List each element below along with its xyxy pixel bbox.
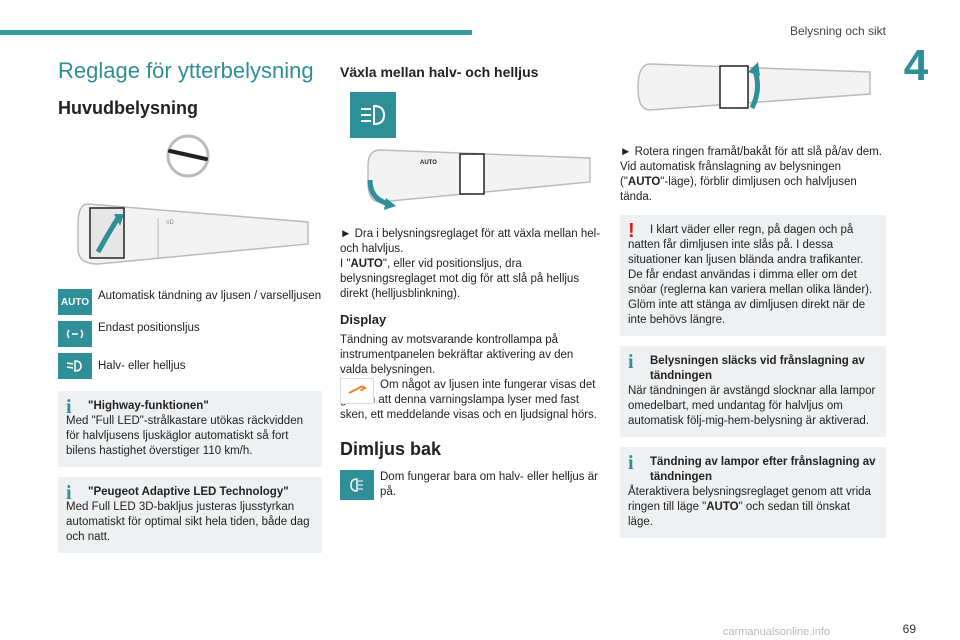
fog-text: Dom fungerar bara om halv- eller helljus… bbox=[380, 471, 598, 498]
header-bar bbox=[0, 30, 472, 35]
exclamation-icon: ! bbox=[628, 220, 635, 242]
text-part: I " bbox=[340, 258, 351, 270]
chapter-header-title: Belysning och sikt bbox=[789, 24, 886, 38]
steering-wheel-icon bbox=[166, 134, 210, 178]
rear-fog-icon bbox=[340, 470, 374, 500]
watermark: carmanualsonline.info bbox=[722, 626, 830, 638]
column-right: ► Rotera ringen framåt/bakåt för att slå… bbox=[620, 58, 886, 548]
section-title: Reglage för ytterbelysning bbox=[58, 58, 314, 83]
text-part: ", eller vid positionsljus, dra belysnin… bbox=[340, 258, 580, 300]
legend-row-position: Endast positionsljus bbox=[58, 299, 322, 347]
paragraph-auto: I "AUTO", eller vid positionsljus, dra b… bbox=[340, 257, 602, 302]
display-title: Display bbox=[340, 312, 387, 327]
info-icon: i bbox=[628, 452, 634, 474]
info-title: Tändning av lampor efter frånslagning av… bbox=[650, 456, 876, 483]
legend-text: Halv- eller helljus bbox=[98, 360, 186, 372]
legend-row-auto: AUTO Automatisk tändning av ljusen / var… bbox=[58, 289, 322, 315]
info-title: "Highway-funktionen" bbox=[88, 400, 209, 412]
sub-title: Huvudbelysning bbox=[58, 98, 199, 118]
position-lights-icon bbox=[58, 321, 92, 347]
stalk-illustration-pull: AUTO bbox=[367, 149, 591, 210]
info-title: "Peugeot Adaptive LED Technology" bbox=[88, 486, 289, 498]
display-text: Tändning av motsvarande kontrollampa på … bbox=[340, 334, 574, 376]
wrench-icon bbox=[340, 378, 374, 404]
text-bold: AUTO bbox=[706, 501, 739, 513]
fog-title: Dimljus bak bbox=[340, 439, 442, 459]
paragraph-pull: ► Dra i belysningsreglaget för att växla… bbox=[340, 228, 601, 255]
info-icon: i bbox=[66, 396, 72, 418]
section-title-high-low: Växla mellan halv- och helljus bbox=[340, 64, 539, 80]
warning-text: Om något av ljusen inte fungerar visas d… bbox=[340, 379, 597, 421]
page-number: 69 bbox=[902, 622, 916, 636]
info-box-relight: i Tändning av lampor efter frånslagning … bbox=[620, 447, 886, 538]
chapter-number: 4 bbox=[903, 41, 929, 90]
svg-text:≡D: ≡D bbox=[166, 220, 175, 226]
svg-text:AUTO: AUTO bbox=[420, 160, 437, 166]
high-beam-icon bbox=[350, 92, 396, 138]
column-middle: Växla mellan halv- och helljus AUTO ► Dr… bbox=[340, 58, 602, 506]
column-left: Reglage för ytterbelysning Huvudbelysnin… bbox=[58, 58, 322, 563]
warning-box-text: I klart väder eller regn, på dagen och p… bbox=[628, 224, 873, 326]
warning-box-fog: ! I klart väder eller regn, på dagen och… bbox=[620, 215, 886, 336]
info-icon: i bbox=[628, 351, 634, 373]
info-text: Med Full LED 3D-bakljus justeras ljussty… bbox=[66, 501, 310, 543]
info-box-adaptive-led: i "Peugeot Adaptive LED Technology" Med … bbox=[58, 477, 322, 553]
text-part: Vid automatisk frånslagning av belysning… bbox=[620, 161, 841, 188]
info-text: Med "Full LED"-strålkastare utökas räckv… bbox=[66, 415, 303, 457]
auto-icon: AUTO bbox=[58, 289, 92, 315]
info-text: När tändningen är avstängd slocknar alla… bbox=[628, 385, 876, 427]
stalk-illustration-ring bbox=[637, 62, 871, 111]
headlights-icon bbox=[58, 353, 92, 379]
info-text: Återaktivera belysningsreglaget genom at… bbox=[628, 485, 878, 530]
info-box-ignition-off: i Belysningen släcks vid frånslagning av… bbox=[620, 346, 886, 437]
legend-row-headlights: Halv- eller helljus bbox=[58, 353, 322, 379]
info-title: Belysningen släcks vid frånslagning av t… bbox=[650, 355, 865, 382]
text-part: " och sedan till önskat läge. bbox=[628, 501, 851, 528]
legend-text: Automatisk tändning av ljusen / varsellj… bbox=[98, 290, 322, 302]
text-part: "-läge), förblir dimljusen och halvljuse… bbox=[620, 176, 857, 203]
text-bold: AUTO bbox=[627, 176, 661, 188]
text-part: Återaktivera belysningsreglaget genom at… bbox=[628, 486, 871, 513]
info-box-highway: i "Highway-funktionen" Med "Full LED"-st… bbox=[58, 391, 322, 467]
info-icon: i bbox=[66, 482, 72, 504]
rotate-text: ► Rotera ringen framåt/bakåt för att slå… bbox=[620, 146, 882, 158]
warning-paragraph: Om något av ljusen inte fungerar visas d… bbox=[340, 378, 602, 423]
legend-text: Endast positionsljus bbox=[98, 322, 200, 334]
text-bold: AUTO bbox=[350, 258, 383, 270]
fog-row: Dom fungerar bara om halv- eller helljus… bbox=[340, 470, 602, 500]
stalk-illustration-rotation: ≡D bbox=[77, 203, 309, 265]
auto-text: Vid automatisk frånslagning av belysning… bbox=[620, 160, 886, 205]
